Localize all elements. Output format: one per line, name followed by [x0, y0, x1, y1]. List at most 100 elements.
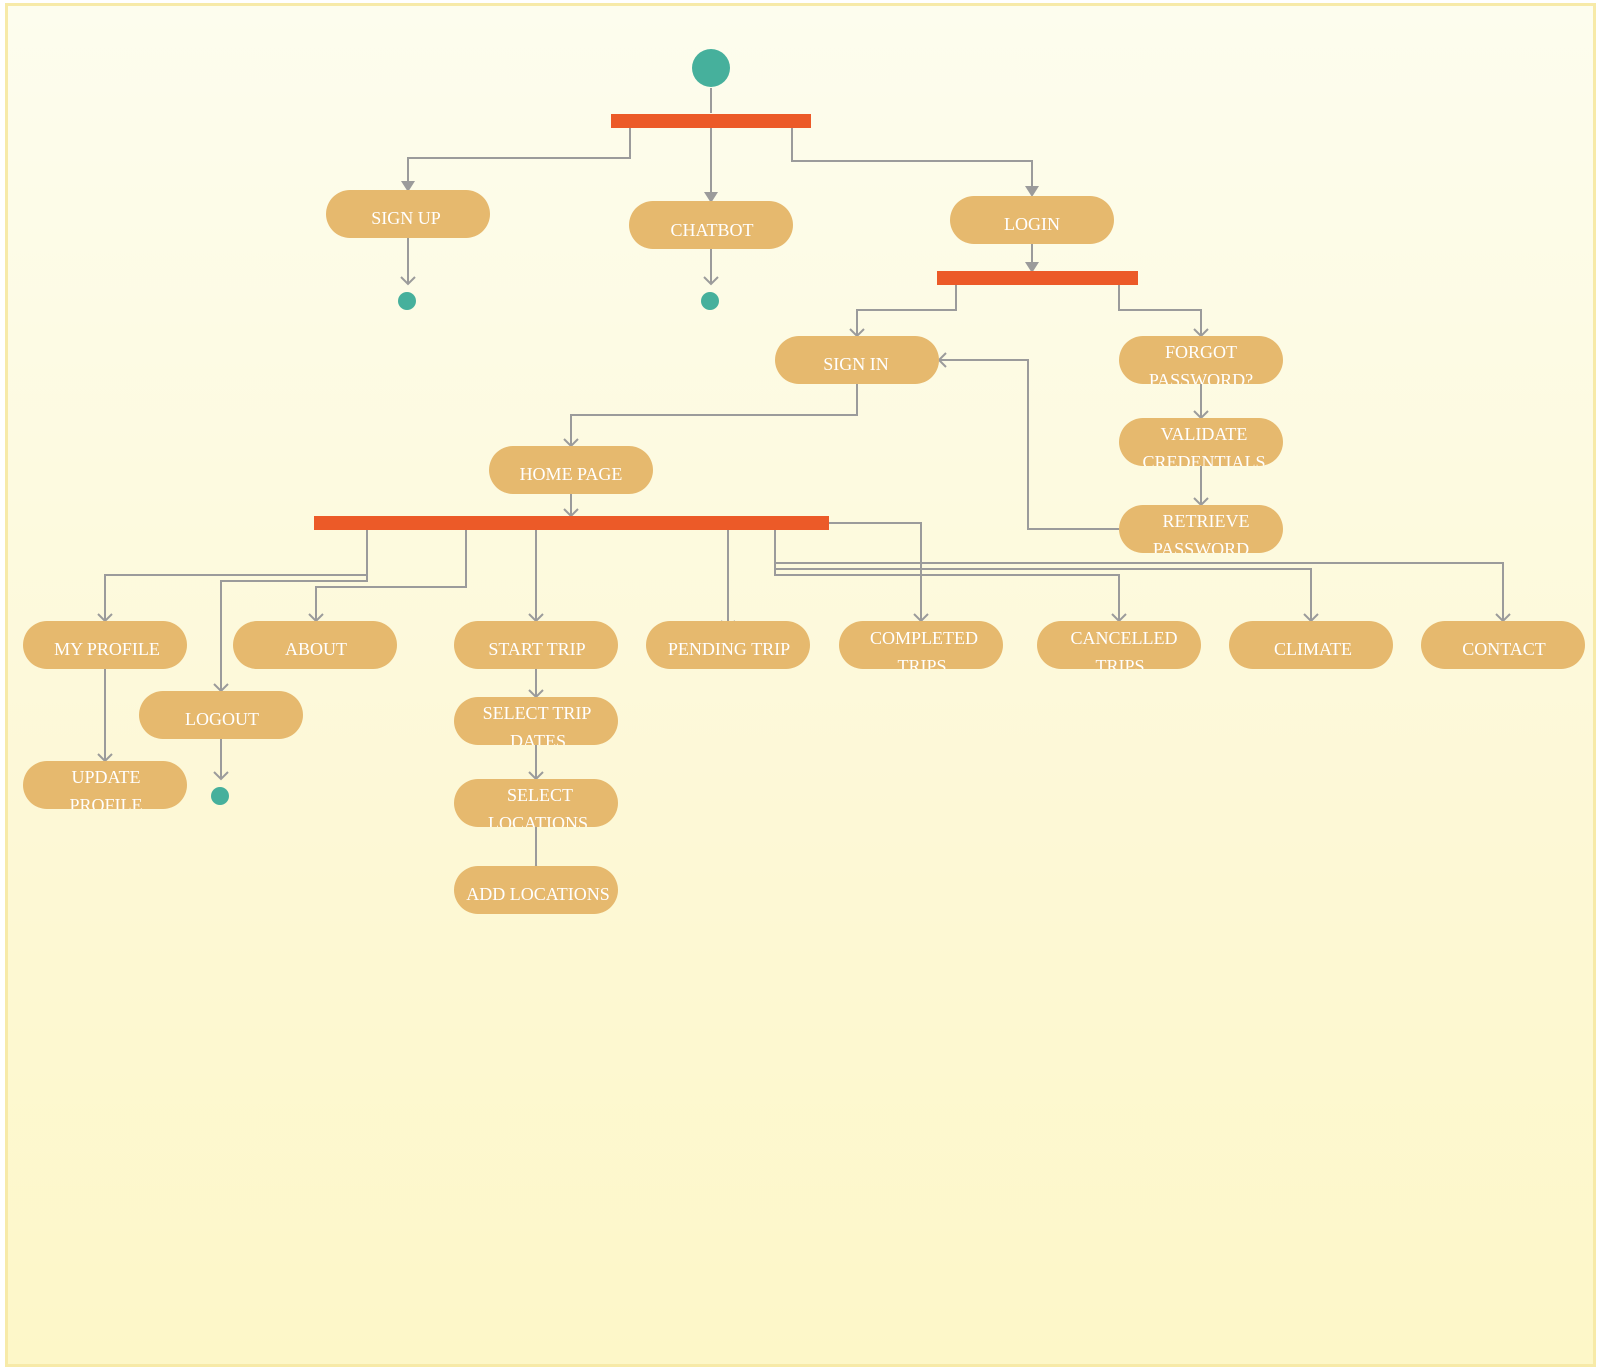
node-update-shape — [23, 761, 187, 809]
node-validate-label-line2: CREDENTIALS — [1143, 452, 1266, 472]
node-homepage-label: HOME PAGE — [520, 464, 623, 484]
node-dates-label-line2: DATES — [510, 731, 566, 751]
arrowhead-fork2 — [1025, 262, 1039, 273]
node-addlocations-label: ADD LOCATIONS — [466, 884, 610, 904]
node-retrieve-label-line2: PASSWORD — [1153, 539, 1249, 559]
arrowhead-chatbot — [704, 192, 718, 203]
edge-fork3-logout — [220, 530, 368, 691]
end-node-signup — [398, 292, 416, 310]
node-signin: SIGN IN — [775, 336, 939, 384]
node-add-locations: ADD LOCATIONS — [454, 866, 618, 914]
edge-fork3-myprofile — [104, 530, 368, 621]
node-login: LOGIN — [950, 196, 1114, 244]
node-climate-label: CLIMATE — [1274, 639, 1352, 659]
node-chatbot: CHATBOT — [629, 201, 793, 249]
node-retrieve-label-line1: RETRIEVE — [1163, 511, 1250, 531]
node-completed-label-line2: TRIPS — [897, 656, 946, 676]
node-logout-label: LOGOUT — [185, 709, 259, 729]
node-validate-credentials: VALIDATE CREDENTIALS — [1119, 418, 1283, 472]
node-forgot-label-line1: FORGOT — [1165, 342, 1237, 362]
node-contact-shape — [1421, 621, 1585, 669]
edge-fork1-signup — [407, 128, 631, 186]
node-select-trip-dates: SELECT TRIP DATES — [454, 697, 618, 751]
fork-bar-start — [611, 114, 811, 128]
edge-fork2-signin — [856, 285, 957, 336]
node-update-label-line1: UPDATE — [71, 767, 140, 787]
node-signin-label: SIGN IN — [823, 354, 889, 374]
edge-fork1-login — [791, 128, 1033, 191]
node-pendingtrip-label: PENDING TRIP — [668, 639, 790, 659]
node-signup: SIGN UP — [326, 190, 490, 238]
arrowhead-login — [1025, 186, 1039, 197]
node-dates-shape — [454, 697, 618, 745]
arrowhead-signup-end — [400, 276, 416, 286]
node-completed-shape — [839, 621, 1003, 669]
arrowhead-signup — [401, 181, 415, 192]
arrowhead-logout-end — [213, 771, 229, 781]
node-completed-label-line1: COMPLETED — [870, 628, 978, 648]
node-locations-label-line2: LOCATIONS — [488, 813, 588, 833]
edge-fork3-completed — [466, 522, 922, 621]
node-pendingtrip: PENDING TRIP — [646, 621, 810, 669]
node-chatbot-label: CHATBOT — [670, 220, 753, 240]
node-forgot-shape — [1119, 336, 1283, 384]
node-dates-label-line1: SELECT TRIP — [483, 703, 592, 723]
fork-bar-homepage — [314, 516, 829, 530]
node-logout: LOGOUT — [139, 691, 303, 739]
node-starttrip-shape — [454, 621, 618, 669]
node-update-label-line2: PROFILE — [69, 795, 142, 815]
edge-fork3-contact — [774, 528, 1504, 621]
node-climate: CLIMATE — [1229, 621, 1393, 669]
end-node-chatbot — [701, 292, 719, 310]
node-starttrip: START TRIP — [454, 621, 618, 669]
node-cancelled-label-line2: TRIPS — [1095, 656, 1144, 676]
node-validate-shape — [1119, 418, 1283, 466]
node-select-locations: SELECT LOCATIONS — [454, 779, 618, 833]
node-climate-shape — [1229, 621, 1393, 669]
node-contact-label: CONTACT — [1462, 639, 1546, 659]
node-about-shape — [233, 621, 397, 669]
node-signin-shape — [775, 336, 939, 384]
edge-fork2-forgot — [1118, 285, 1202, 336]
node-cancelled-shape — [1037, 621, 1201, 669]
edge-fork3-cancelled — [774, 528, 1120, 621]
node-locations-shape — [454, 779, 618, 827]
node-pendingtrip-shape — [646, 621, 810, 669]
node-login-shape — [950, 196, 1114, 244]
node-cancelled-trips: CANCELLED TRIPS — [1037, 621, 1201, 676]
node-forgot-password: FORGOT PASSWORD? — [1119, 336, 1283, 390]
node-forgot-label-line2: PASSWORD? — [1149, 370, 1253, 390]
node-logout-shape — [139, 691, 303, 739]
node-myprofile: MY PROFILE — [23, 621, 187, 669]
start-node — [692, 49, 730, 87]
node-retrieve-password: RETRIEVE PASSWORD — [1119, 505, 1283, 559]
diagram-canvas — [5, 3, 1596, 1367]
edge-signin-homepage — [570, 384, 858, 446]
node-signup-label: SIGN UP — [371, 208, 441, 228]
node-about: ABOUT — [233, 621, 397, 669]
edge-retrieve-signin — [939, 359, 1119, 530]
node-starttrip-label: START TRIP — [488, 639, 585, 659]
node-locations-label-line1: SELECT — [507, 785, 573, 805]
node-cancelled-label-line1: CANCELLED — [1071, 628, 1178, 648]
node-contact: CONTACT — [1421, 621, 1585, 669]
node-completed-trips: COMPLETED TRIPS — [839, 621, 1003, 676]
node-retrieve-shape — [1119, 505, 1283, 553]
node-addlocations-shape — [454, 866, 618, 914]
node-validate-label-line1: VALIDATE — [1161, 424, 1248, 444]
edges — [97, 88, 1511, 874]
end-node-logout — [211, 787, 229, 805]
node-myprofile-label: MY PROFILE — [54, 639, 160, 659]
node-signup-shape — [326, 190, 490, 238]
node-chatbot-shape — [629, 201, 793, 249]
arrowhead-chatbot-end — [703, 276, 719, 286]
fork-bar-login — [937, 271, 1138, 285]
node-login-label: LOGIN — [1004, 214, 1060, 234]
node-myprofile-shape — [23, 621, 187, 669]
edge-fork3-about — [315, 523, 467, 621]
node-about-label: ABOUT — [285, 639, 347, 659]
node-homepage-shape — [489, 446, 653, 494]
node-homepage: HOME PAGE — [489, 446, 653, 494]
node-update-profile: UPDATE PROFILE — [23, 761, 187, 815]
